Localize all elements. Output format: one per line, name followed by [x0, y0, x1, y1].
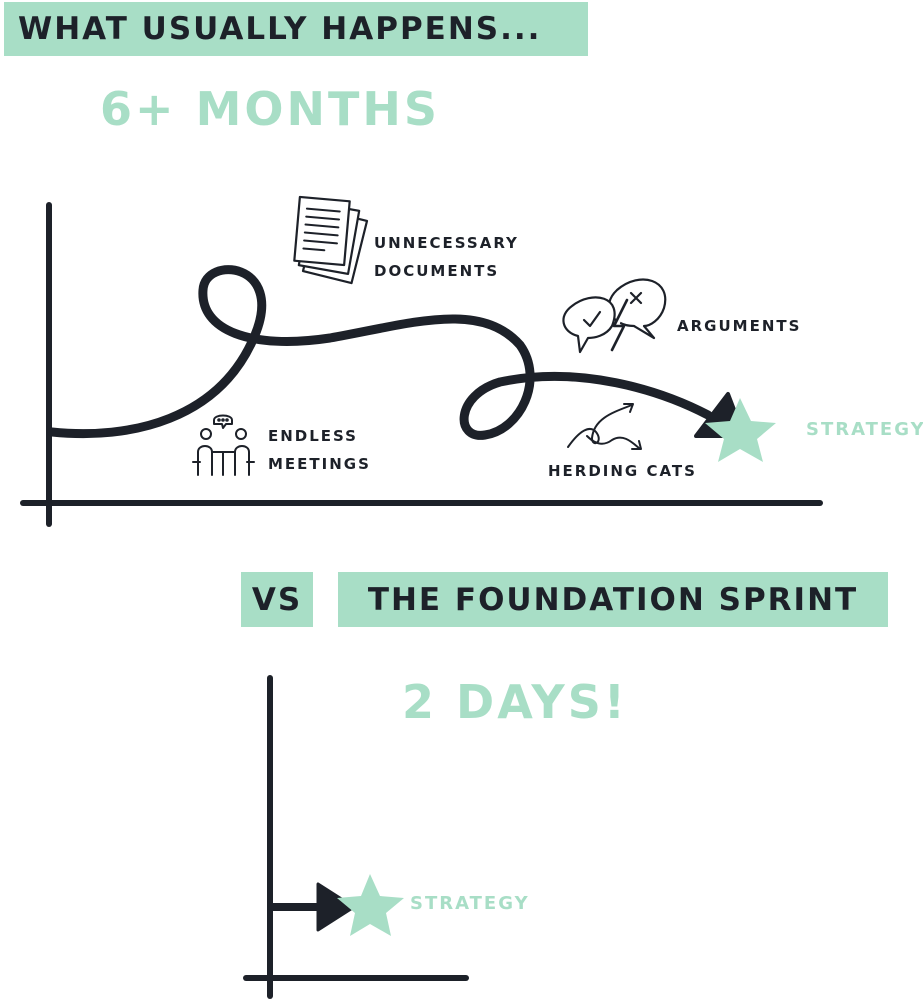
herding-cats-icon	[567, 403, 642, 450]
documents-label-line1: UNNECESSARY	[374, 234, 519, 252]
documents-icon	[293, 195, 369, 285]
sprint-strategy-label: STRATEGY	[410, 893, 530, 914]
arguments-label: ARGUMENTS	[677, 317, 802, 335]
arguments-icon	[562, 278, 667, 354]
sprint-duration: 2 DAYS!	[402, 675, 628, 729]
documents-label-line2: DOCUMENTS	[374, 262, 500, 280]
meetings-label: ENDLESS MEETINGS	[268, 422, 371, 478]
meetings-label-line2: MEETINGS	[268, 455, 371, 473]
sprint-arrow-head	[316, 882, 356, 932]
foundation-sprint-title: THE FOUNDATION SPRINT	[367, 581, 859, 618]
usual-duration: 6+ MONTHS	[100, 82, 440, 136]
header-title-box: WHAT USUALLY HAPPENS...	[4, 2, 588, 56]
documents-label: UNNECESSARY DOCUMENTS	[374, 229, 519, 285]
vs-box: VS	[241, 572, 313, 627]
usual-strategy-label: STRATEGY	[806, 419, 923, 440]
meetings-icon	[192, 414, 255, 476]
sprint-star-icon	[337, 874, 404, 936]
header-title: WHAT USUALLY HAPPENS...	[18, 11, 542, 47]
vs-label: VS	[251, 581, 303, 618]
usual-star-icon	[705, 398, 776, 462]
meetings-label-line1: ENDLESS	[268, 427, 358, 445]
herding-label: HERDING CATS	[548, 462, 697, 480]
usual-path-line	[47, 265, 713, 440]
foundation-sprint-box: THE FOUNDATION SPRINT	[338, 572, 888, 627]
